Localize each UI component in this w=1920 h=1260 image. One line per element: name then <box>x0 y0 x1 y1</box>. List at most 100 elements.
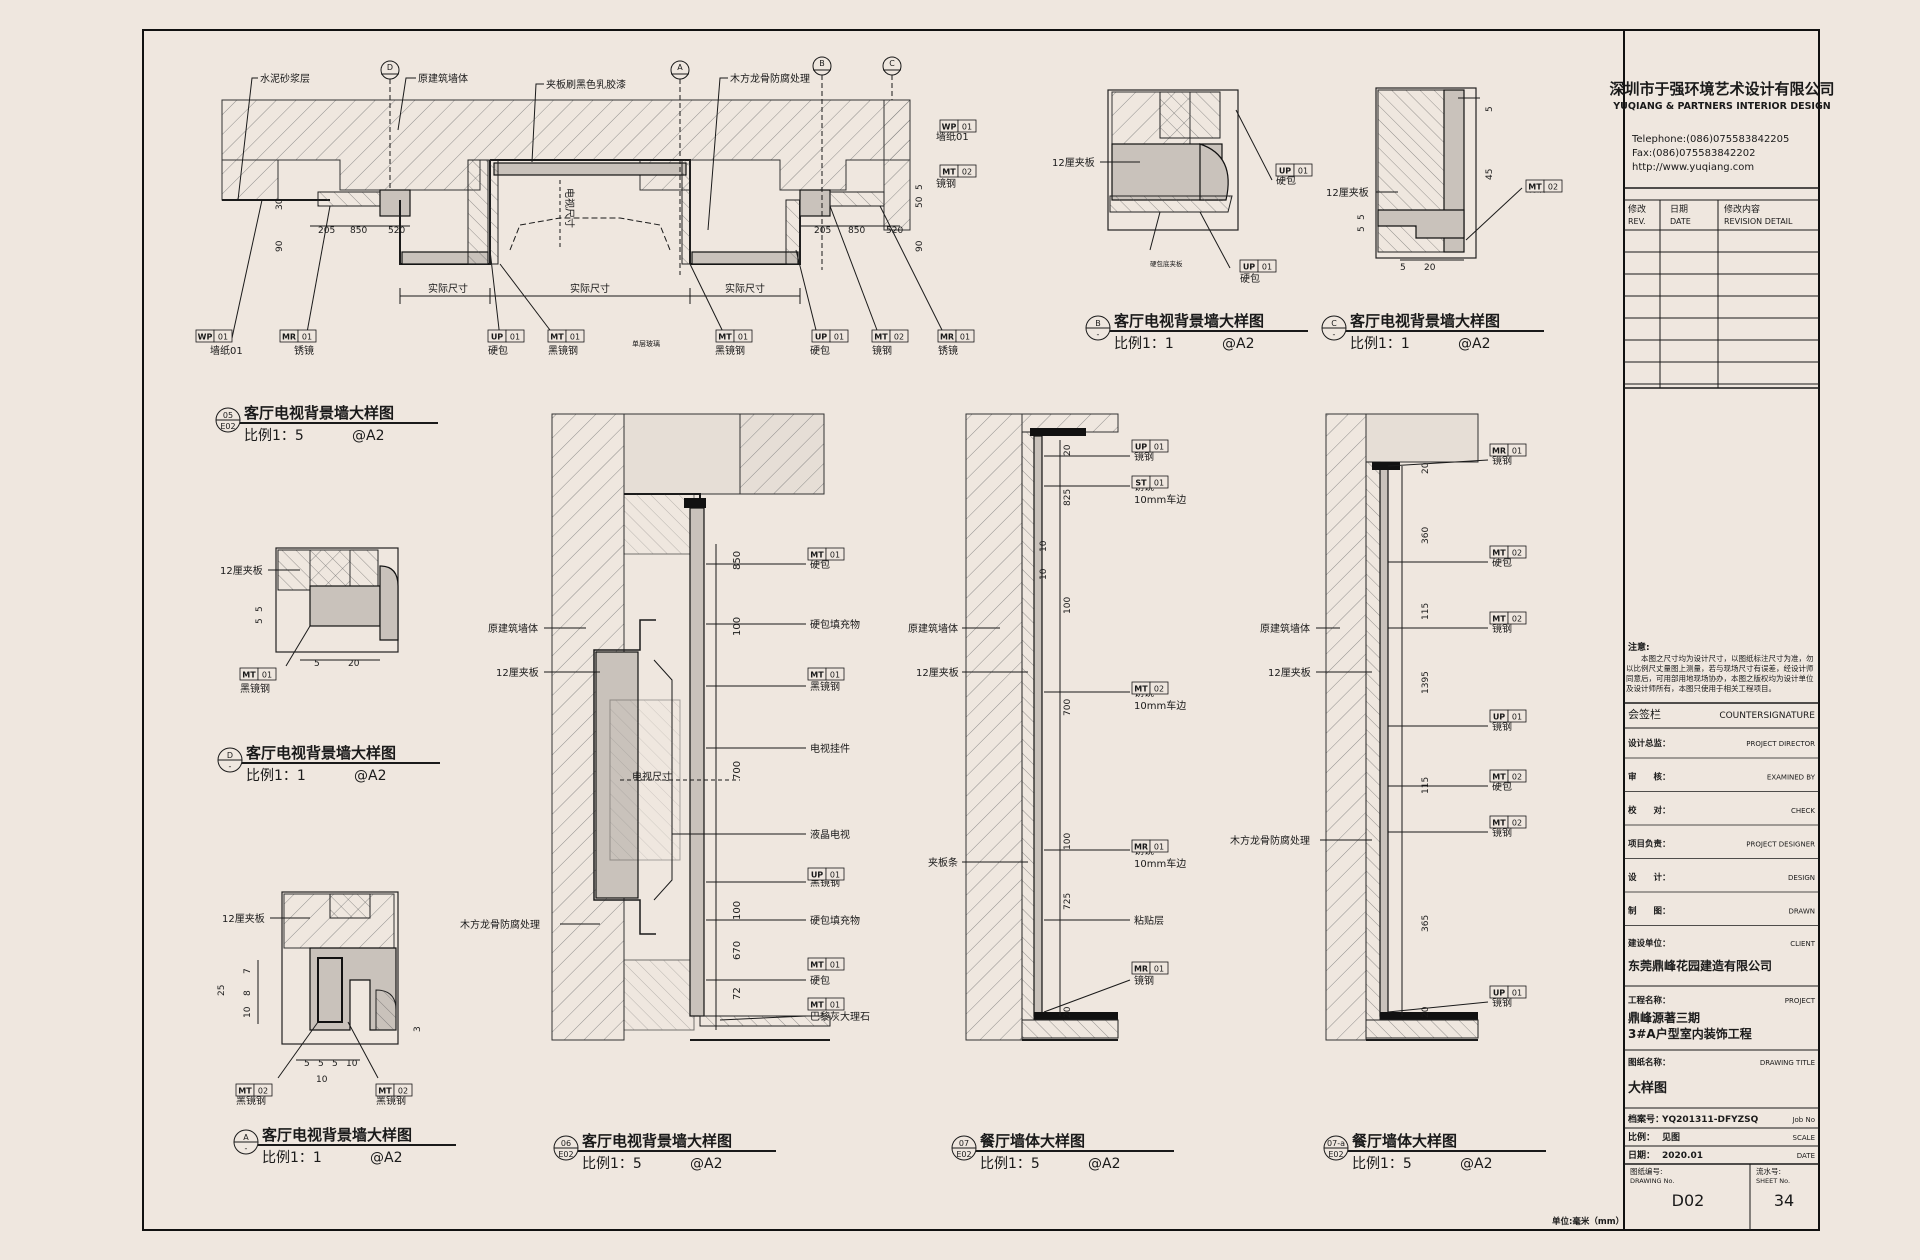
detail-title: 客厅电视背景墙大样图 <box>1349 312 1500 330</box>
svg-text:MT: MT <box>1492 615 1506 624</box>
detail-scale: 比例1：1 <box>1114 336 1174 352</box>
d-label-black-steel: 黑镜钢 <box>240 682 270 695</box>
svg-text:02: 02 <box>398 1087 408 1096</box>
a-dim-5-c: 5 <box>332 1059 338 1069</box>
rev-header-date-en: DATE <box>1670 217 1691 226</box>
e07-dim-10-b: 10 <box>1039 568 1049 580</box>
svg-text:UP: UP <box>491 333 503 342</box>
rev-header-detail-en: REVISION DETAIL <box>1724 217 1793 226</box>
svg-text:UP: UP <box>1135 443 1147 452</box>
e06-dim-670: 670 <box>732 941 743 960</box>
detail-sheet: @A2 <box>352 428 384 444</box>
svg-text:MR: MR <box>1134 965 1148 974</box>
svg-text:02: 02 <box>894 333 904 342</box>
date-value: 2020.01 <box>1662 1151 1703 1161</box>
detail-tag-top: C <box>1331 319 1337 328</box>
e07-dim-20-b: 20 <box>1063 1006 1073 1018</box>
project-label-cn: 工程名称： <box>1628 995 1671 1006</box>
e06-span-tv: 电视尺寸 <box>632 770 672 783</box>
date-label: 日期： <box>1628 1149 1655 1161</box>
svg-text:MT: MT <box>810 961 824 970</box>
b-label-hardpack-2: 硬包 <box>1240 272 1260 285</box>
sheet-no-label-cn: 流水号: <box>1756 1166 1781 1176</box>
section-marker-c[interactable]: C <box>882 56 902 100</box>
e06-label-hardpack-1: 硬包 <box>810 558 830 571</box>
plan-dim-90-l: 90 <box>275 240 285 252</box>
e06-label-black-steel-1: 黑镜钢 <box>810 680 840 693</box>
svg-text:B: B <box>819 59 825 68</box>
e07a-label-mirror-steel-5: 镜钢 <box>1492 996 1512 1009</box>
d-label-plywood: 12厘夹板 <box>220 564 263 577</box>
detail-title: 客厅电视背景墙大样图 <box>261 1126 412 1144</box>
svg-text:MT: MT <box>810 1001 824 1010</box>
section-marker-d[interactable]: D <box>380 60 400 190</box>
e07-dim-825: 825 <box>1063 489 1073 506</box>
a-dim-10: 10 <box>243 1006 253 1018</box>
svg-text:MT: MT <box>1528 183 1542 192</box>
detail-tag-bottom: E02 <box>558 1150 573 1159</box>
plan-dim-520-l: 520 <box>388 226 405 236</box>
section-marker-a[interactable]: A <box>670 60 690 275</box>
rev-header-date-cn: 日期 <box>1670 204 1688 215</box>
plan-dim-850-l: 850 <box>350 226 367 236</box>
detail-sheet: @A2 <box>1460 1156 1492 1172</box>
detail-scale: 比例1：5 <box>980 1156 1040 1172</box>
detail-c: 12厘夹板 镜钢 20 5 5 5 45 5 <box>1326 87 1546 273</box>
plan-dim-90-r: 90 <box>915 240 925 252</box>
detail-tag-bottom: - <box>1333 330 1336 339</box>
plan-dim-205-r: 205 <box>814 226 831 236</box>
detail-sheet: @A2 <box>370 1150 402 1166</box>
notes-body: 本图之尺寸均为设计尺寸，以图纸标注尺寸为准，勿以比例尺丈量图上测量，若与现场尺寸… <box>1626 654 1814 693</box>
plan-dim-30: 30 <box>275 198 285 210</box>
svg-text:MT: MT <box>1492 549 1506 558</box>
c-dim-5-c: 5 <box>1357 214 1367 220</box>
svg-text:MT: MT <box>550 333 564 342</box>
svg-text:MT: MT <box>810 671 824 680</box>
sheet-no-label-en: SHEET No. <box>1756 1177 1790 1185</box>
e07-label-original-wall: 原建筑墙体 <box>908 622 958 635</box>
c-dim-5-d: 5 <box>1485 106 1495 112</box>
countersign-en: COUNTERSIGNATURE <box>1719 711 1815 721</box>
detail-sheet: @A2 <box>1088 1156 1120 1172</box>
e07-dim-10-a: 10 <box>1039 540 1049 552</box>
label-wood-keel: 木方龙骨防腐处理 <box>730 72 810 85</box>
e06-label-marble: 巴黎灰大理石 <box>810 1010 870 1023</box>
job-no-label: 档案号： <box>1628 1113 1664 1125</box>
label-bottom-black-steel-1: 黑镜钢 <box>548 344 578 357</box>
e07-label-plywood-strip: 夹板条 <box>928 856 958 869</box>
drawing-no-label-en: DRAWING No. <box>1630 1177 1674 1185</box>
e07-label-bevel-2: 10mm车边 <box>1134 699 1186 712</box>
e07a-label-hardpack-2: 硬包 <box>1492 780 1512 793</box>
c-dim-5-a: 5 <box>1400 263 1406 273</box>
detail-title: 客厅电视背景墙大样图 <box>245 744 396 762</box>
a-dim-5-a: 5 <box>304 1059 310 1069</box>
svg-text:02: 02 <box>1512 549 1522 558</box>
detail-scale: 比例1：5 <box>244 428 304 444</box>
rev-header-rev-cn: 修改 <box>1628 203 1646 215</box>
e07-dim-20-a: 20 <box>1063 444 1073 456</box>
svg-text:02: 02 <box>1154 685 1164 694</box>
svg-text:01: 01 <box>218 333 228 342</box>
e07a-dim-360: 360 <box>1421 527 1431 544</box>
detail-tag-bottom: E02 <box>956 1150 971 1159</box>
plan-dim-5: 5 <box>915 184 925 190</box>
detail-e05-plan: 实际尺寸 实际尺寸 实际尺寸 电视尺寸 205 850 520 205 850 … <box>210 56 969 357</box>
b-label-hardpack: 硬包 <box>1276 174 1296 187</box>
e07a-label-mirror-steel-4: 镜钢 <box>1492 826 1512 839</box>
role-label-en: EXAMINED BY <box>1767 774 1816 782</box>
svg-text:01: 01 <box>1512 447 1522 456</box>
svg-text:01: 01 <box>510 333 520 342</box>
svg-text:01: 01 <box>960 333 970 342</box>
section-marker-b[interactable]: B <box>812 56 832 270</box>
